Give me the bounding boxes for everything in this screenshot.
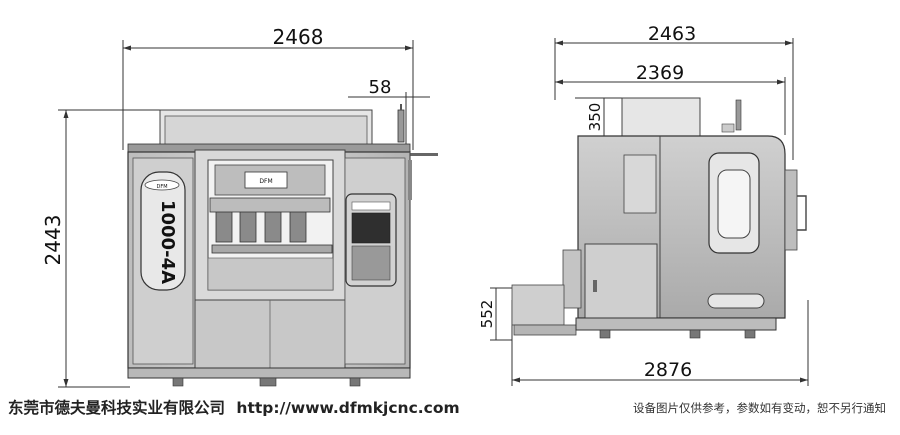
front-width-dimension [122,40,414,150]
side-feet [599,329,756,339]
side-second-label: 2369 [636,62,684,84]
side-second-dimension [555,77,786,135]
spindles [209,197,333,254]
company-url: http://www.dfmkjcnc.com [236,399,460,417]
side-350-label: 350 [586,103,604,132]
front-panel-logo: DFM [156,184,167,190]
side-350-dimension [575,97,625,136]
side-top-label: 2463 [648,23,696,45]
company-name: 东莞市德夫曼科技实业有限公司 [8,399,226,417]
front-width-label: 2468 [273,25,324,49]
side-bottom-label: 2876 [644,359,692,381]
side-552-label: 552 [478,300,496,329]
gantry-logo: DFM [259,178,272,185]
front-feet [172,377,361,387]
side-552-dimension [490,287,512,341]
side-view: 2463 2369 350 552 2876 [478,23,809,386]
front-height-label: 2443 [41,215,65,266]
front-offset-dimension [348,92,430,150]
front-height-dimension [58,109,160,388]
model-label: 1000-4A [157,200,178,284]
footer-disclaimer: 设备图片仅供参考，参数如有变动，恕不另行通知 [633,401,886,415]
front-offset-label: 58 [369,77,392,98]
side-top-dimension [554,38,794,160]
front-view: 2468 2443 58 DFM 1000-4A [41,25,438,388]
footer-company: 东莞市德夫曼科技实业有限公司 http://www.dfmkjcnc.com [8,396,460,418]
